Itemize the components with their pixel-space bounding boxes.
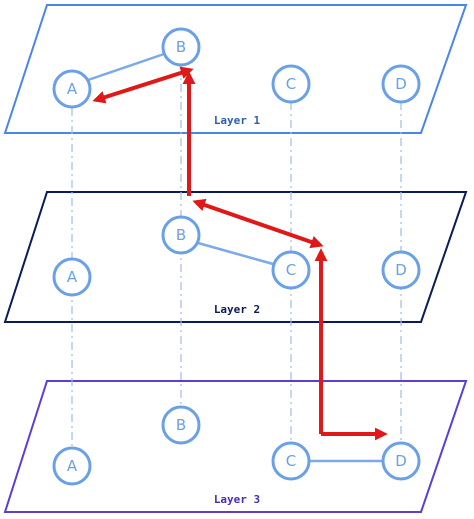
layer-3-node-d: D: [381, 441, 421, 481]
layer-2-node-d: D: [381, 250, 421, 290]
layer-2-node-b: B: [161, 215, 201, 255]
layer-1-node-b: B: [161, 27, 201, 67]
layer-2-plane: [3, 191, 468, 323]
layer-1-plane: [3, 4, 468, 134]
node-label: A: [67, 457, 78, 475]
layer-3-node-a: A: [52, 446, 92, 486]
node-label: C: [286, 452, 296, 470]
node-label: B: [176, 416, 186, 434]
layer-1-node-a: A: [52, 69, 92, 109]
node-label: A: [67, 268, 78, 286]
edge-l2-b-c: [197, 241, 274, 266]
layer-2-node-c: C: [271, 250, 311, 290]
layer-2-node-a: A: [52, 257, 92, 297]
layer-3-node-c: C: [271, 441, 311, 481]
layer-3-plane: [3, 380, 468, 513]
layer-2-label: Layer 2: [214, 303, 260, 316]
layer-3-node-b: B: [161, 405, 201, 445]
node-label: C: [286, 261, 296, 279]
node-label: D: [395, 452, 407, 470]
layer-3-label: Layer 3: [214, 493, 260, 506]
node-label: D: [395, 75, 407, 93]
layer-1-node-c: C: [271, 64, 311, 104]
layer-1-node-d: D: [381, 64, 421, 104]
node-label: A: [67, 80, 78, 98]
edge-l1-a-b: [87, 52, 165, 82]
path-arrow-l2-b-c: [192, 198, 324, 249]
path-arrow-l1-a-b: [92, 66, 194, 104]
node-label: C: [286, 75, 296, 93]
node-label: B: [176, 226, 186, 244]
node-label: B: [176, 38, 186, 56]
layer-1-label: Layer 1: [214, 114, 261, 127]
node-label: D: [395, 261, 407, 279]
